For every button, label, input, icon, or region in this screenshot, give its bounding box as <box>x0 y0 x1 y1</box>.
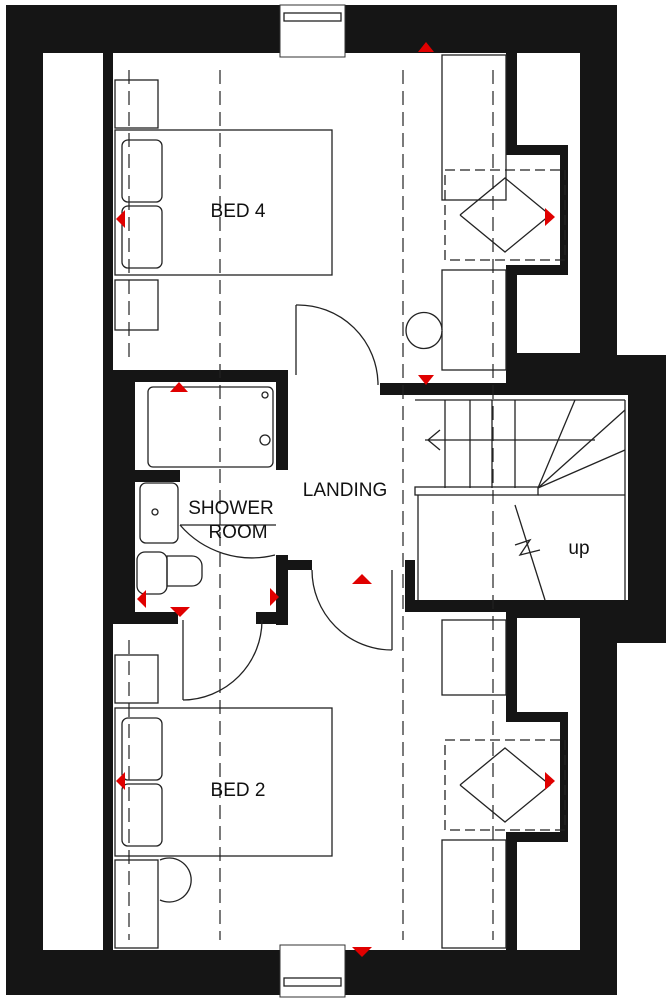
marker-triangle <box>116 210 125 228</box>
marker-triangle <box>170 607 190 617</box>
shower-room-fixtures <box>136 386 274 595</box>
marker-triangle <box>545 208 555 226</box>
marker-triangle <box>137 590 146 608</box>
stair-bay <box>380 383 630 612</box>
marker-triangle <box>116 772 125 790</box>
marker-triangle <box>270 588 279 606</box>
marker-triangle <box>418 375 434 385</box>
ceiling-lines <box>128 70 494 940</box>
room-label-bed-4: BED 4 <box>211 201 266 222</box>
shower-room-walls <box>113 370 312 625</box>
room-label-bed-2: BED 2 <box>211 780 266 801</box>
room-label-shower-line2: ROOM <box>208 522 267 543</box>
window-bottom <box>279 944 346 998</box>
marker-triangle <box>545 772 555 790</box>
bed-4-furniture <box>114 54 566 371</box>
marker-triangle <box>418 42 434 52</box>
left-eaves-void <box>43 53 103 950</box>
marker-triangle <box>352 574 372 584</box>
room-label-landing: LANDING <box>303 480 387 501</box>
window-top <box>279 4 346 58</box>
room-label-shower-line1: SHOWER <box>188 498 274 519</box>
doors <box>179 304 393 701</box>
marker-triangle <box>352 947 372 957</box>
markers <box>116 42 555 957</box>
dormer-top <box>440 145 568 275</box>
stair-direction-label: up <box>568 538 589 559</box>
bed-2-furniture <box>114 619 566 949</box>
marker-triangle <box>170 382 188 392</box>
staircase[interactable] <box>414 399 626 601</box>
